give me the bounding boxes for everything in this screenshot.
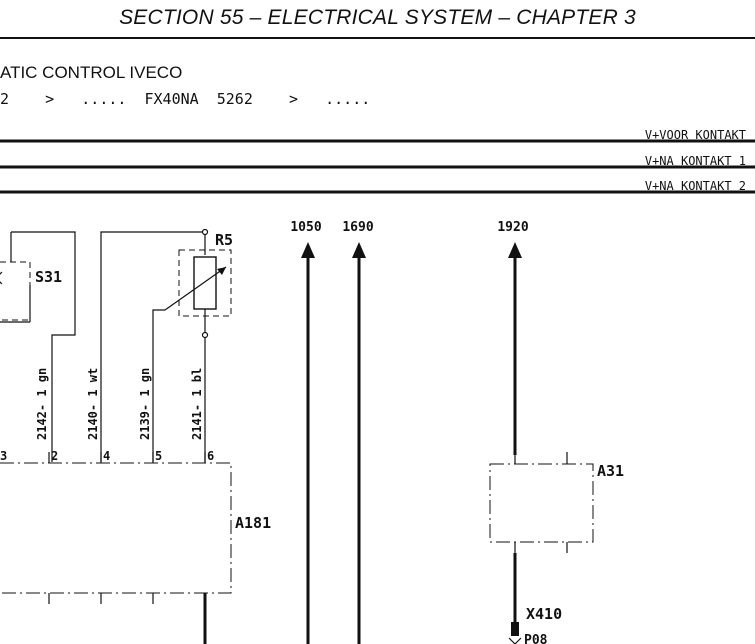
a31-module: [489, 452, 594, 644]
r5-wiper-arrow: [217, 267, 226, 275]
rail-label-voor-kontakt: V+VOOR KONTAKT: [645, 128, 746, 142]
a181-housing: [0, 462, 232, 594]
wire-labels: 2142- 1 gn 2140- 1 wt 2139- 1 gn 2141- 1…: [35, 368, 204, 440]
pin-4-label: 4: [103, 449, 110, 463]
a181-pin-labels: 3 2 4 5 6: [0, 449, 214, 463]
r5-resistor-body: [193, 256, 217, 310]
a181-module: [0, 452, 232, 644]
signal-1920: [508, 242, 522, 464]
x410-connector: [511, 622, 519, 636]
signal-1690: [352, 242, 366, 644]
pin-3-label: 3: [0, 449, 7, 463]
wire-label-2139: 2139- 1 gn: [138, 368, 152, 440]
a31-housing: [489, 463, 594, 543]
r5-top-terminal: [201, 228, 209, 236]
a31-label: A31: [597, 462, 624, 480]
thin-wires: [0, 228, 209, 462]
r5-bottom-terminal: [201, 331, 209, 339]
signal-1690-arrow: [352, 242, 366, 258]
navigation-path: 2 > ..... FX40NA 5262 > .....: [0, 90, 371, 108]
r5-housing: [178, 249, 232, 317]
rail-label-na-kontakt-1: V+NA KONTAKT 1: [645, 154, 746, 168]
s31-label: S31: [35, 268, 62, 286]
signal-1690-label: 1690: [342, 220, 373, 235]
signal-1050-arrow: [301, 242, 315, 258]
a181-label: A181: [235, 514, 271, 532]
s31-wire: [11, 231, 76, 462]
pin-5-label: 5: [155, 449, 162, 463]
signal-1050: [301, 242, 315, 644]
signal-1050-label: 1050: [290, 220, 321, 235]
r5-wiper: [164, 266, 227, 311]
s31-contact-symbol: [0, 271, 3, 285]
p08-label: P08: [524, 633, 548, 644]
x410-label: X410: [526, 605, 562, 623]
section-subtitle: ATIC CONTROL IVECO: [0, 63, 183, 82]
header-divider: [0, 37, 755, 39]
rail-label-na-kontakt-2: V+NA KONTAKT 2: [645, 179, 746, 193]
wire-2139-path: [152, 309, 165, 462]
s31-switch: [0, 261, 31, 321]
signal-1920-arrow: [508, 242, 522, 258]
wire-label-2141: 2141- 1 bl: [190, 368, 204, 440]
wire-label-2140: 2140- 1 wt: [86, 368, 100, 440]
wire-2140-path: [100, 231, 205, 462]
r5-label: R5: [215, 231, 233, 249]
x410-connector-tip: [508, 637, 522, 644]
r5-potentiometer: [164, 249, 232, 317]
wire-label-2142: 2142- 1 gn: [35, 368, 49, 440]
pin-2-label: 2: [51, 449, 58, 463]
signal-1920-label: 1920: [497, 220, 528, 235]
s31-housing: [0, 261, 31, 321]
pin-6-label: 6: [207, 449, 214, 463]
page-title: SECTION 55 – ELECTRICAL SYSTEM – CHAPTER…: [119, 6, 636, 29]
power-rails: [0, 139, 755, 194]
